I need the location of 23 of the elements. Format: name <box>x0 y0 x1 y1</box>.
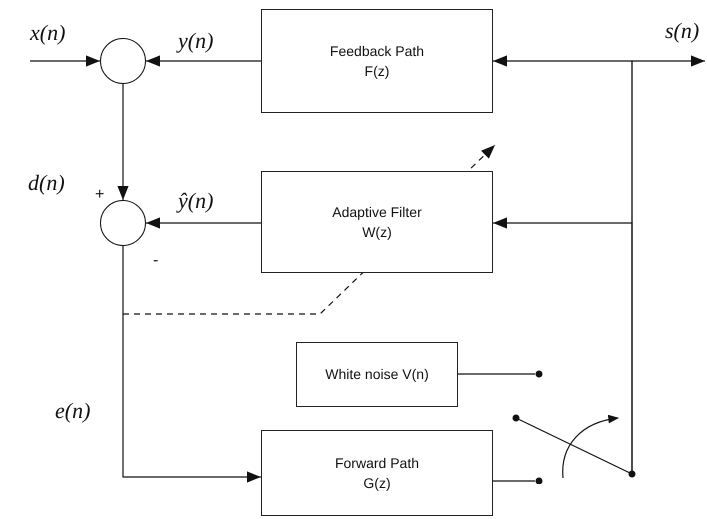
signal-label: x(n) <box>30 22 66 44</box>
signal-label: y(n) <box>178 30 214 52</box>
signal-label: d(n) <box>28 172 65 194</box>
summing-junction <box>100 200 146 246</box>
block-label: Adaptive Filter W(z) <box>331 202 423 242</box>
signal-label: s(n) <box>665 20 700 42</box>
arrow <box>146 55 261 67</box>
block-label: Feedback Path F(z) <box>328 42 426 81</box>
process-block <box>261 9 493 113</box>
summing-junction <box>100 38 146 84</box>
process-block <box>296 342 458 407</box>
block-label: Forward Path G(z) <box>334 454 420 493</box>
signal-label: ŷ(n) <box>178 190 214 212</box>
sign-label: - <box>153 253 158 269</box>
process-block <box>261 430 493 516</box>
sign-label: + <box>95 187 104 203</box>
block-label: White noise V(n) <box>324 365 430 384</box>
signal-label: e(n) <box>55 400 90 422</box>
arrow <box>117 84 129 200</box>
arrow <box>146 217 261 229</box>
process-block <box>261 171 493 273</box>
arrow <box>30 55 100 67</box>
arrow <box>122 246 261 483</box>
